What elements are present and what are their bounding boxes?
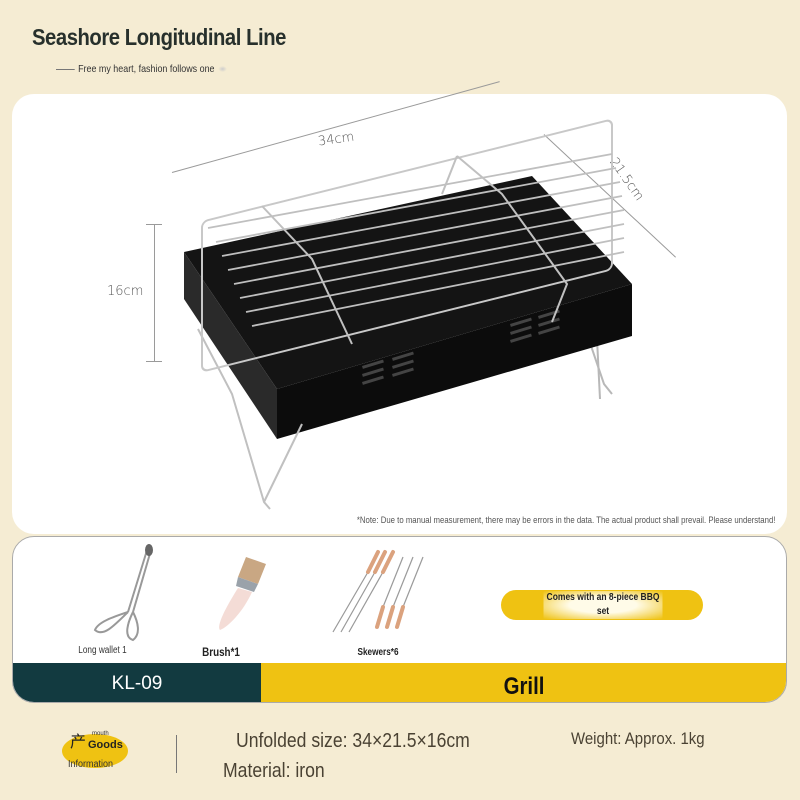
material: Material: iron bbox=[223, 760, 325, 782]
badge-main-text: Goods bbox=[88, 739, 123, 751]
decorative-dot bbox=[217, 66, 227, 72]
accessories-box: Long wallet 1 Brush*1 bbox=[12, 536, 787, 703]
decorative-dash bbox=[56, 68, 75, 70]
unfolded-size: Unfolded size: 34×21.5×16cm bbox=[236, 730, 470, 752]
brush-icon bbox=[219, 557, 266, 630]
product-name: Grill bbox=[504, 672, 545, 700]
accessory-label-tongs: Long wallet 1 bbox=[78, 645, 127, 656]
model-number: KL-09 bbox=[111, 672, 163, 694]
tagline: Free my heart, fashion follows one bbox=[56, 63, 227, 75]
height-dimension-line bbox=[154, 224, 155, 362]
badge-blob bbox=[62, 734, 128, 768]
height-tick-bottom bbox=[146, 361, 162, 362]
brand-title: Seashore Longitudinal Line bbox=[32, 24, 286, 50]
weight: Weight: Approx. 1kg bbox=[571, 729, 705, 748]
set-badge-text: Comes with an 8-piece BBQ set bbox=[543, 591, 663, 619]
badge-sub-text: Information bbox=[68, 759, 114, 770]
height-label: 16cm bbox=[107, 284, 144, 299]
height-tick-top bbox=[146, 224, 162, 225]
tongs-icon bbox=[93, 544, 153, 642]
skewers-icon bbox=[332, 550, 424, 633]
model-number-bar: KL-09 bbox=[13, 663, 261, 702]
accessory-tongs: Long wallet 1 bbox=[63, 537, 173, 662]
info-divider bbox=[176, 735, 177, 773]
grill-illustration bbox=[184, 119, 632, 510]
badge-char: 产 bbox=[70, 732, 87, 751]
product-image-panel: 34cm 21.5cm 16cm bbox=[12, 81, 787, 534]
accessory-brush: Brush*1 bbox=[193, 537, 303, 662]
tagline-text: Free my heart, fashion follows one bbox=[78, 63, 215, 75]
goods-information-badge: 产 mouth Goods Information bbox=[58, 728, 138, 778]
measurement-note: *Note: Due to manual measurement, there … bbox=[356, 515, 775, 526]
product-name-bar: Grill bbox=[261, 663, 786, 702]
accessory-skewers: Skewers*6 bbox=[323, 537, 433, 662]
badge-small-text: mouth bbox=[92, 731, 109, 737]
accessory-label-skewers: Skewers*6 bbox=[357, 647, 399, 658]
accessory-label-brush: Brush*1 bbox=[202, 645, 240, 659]
